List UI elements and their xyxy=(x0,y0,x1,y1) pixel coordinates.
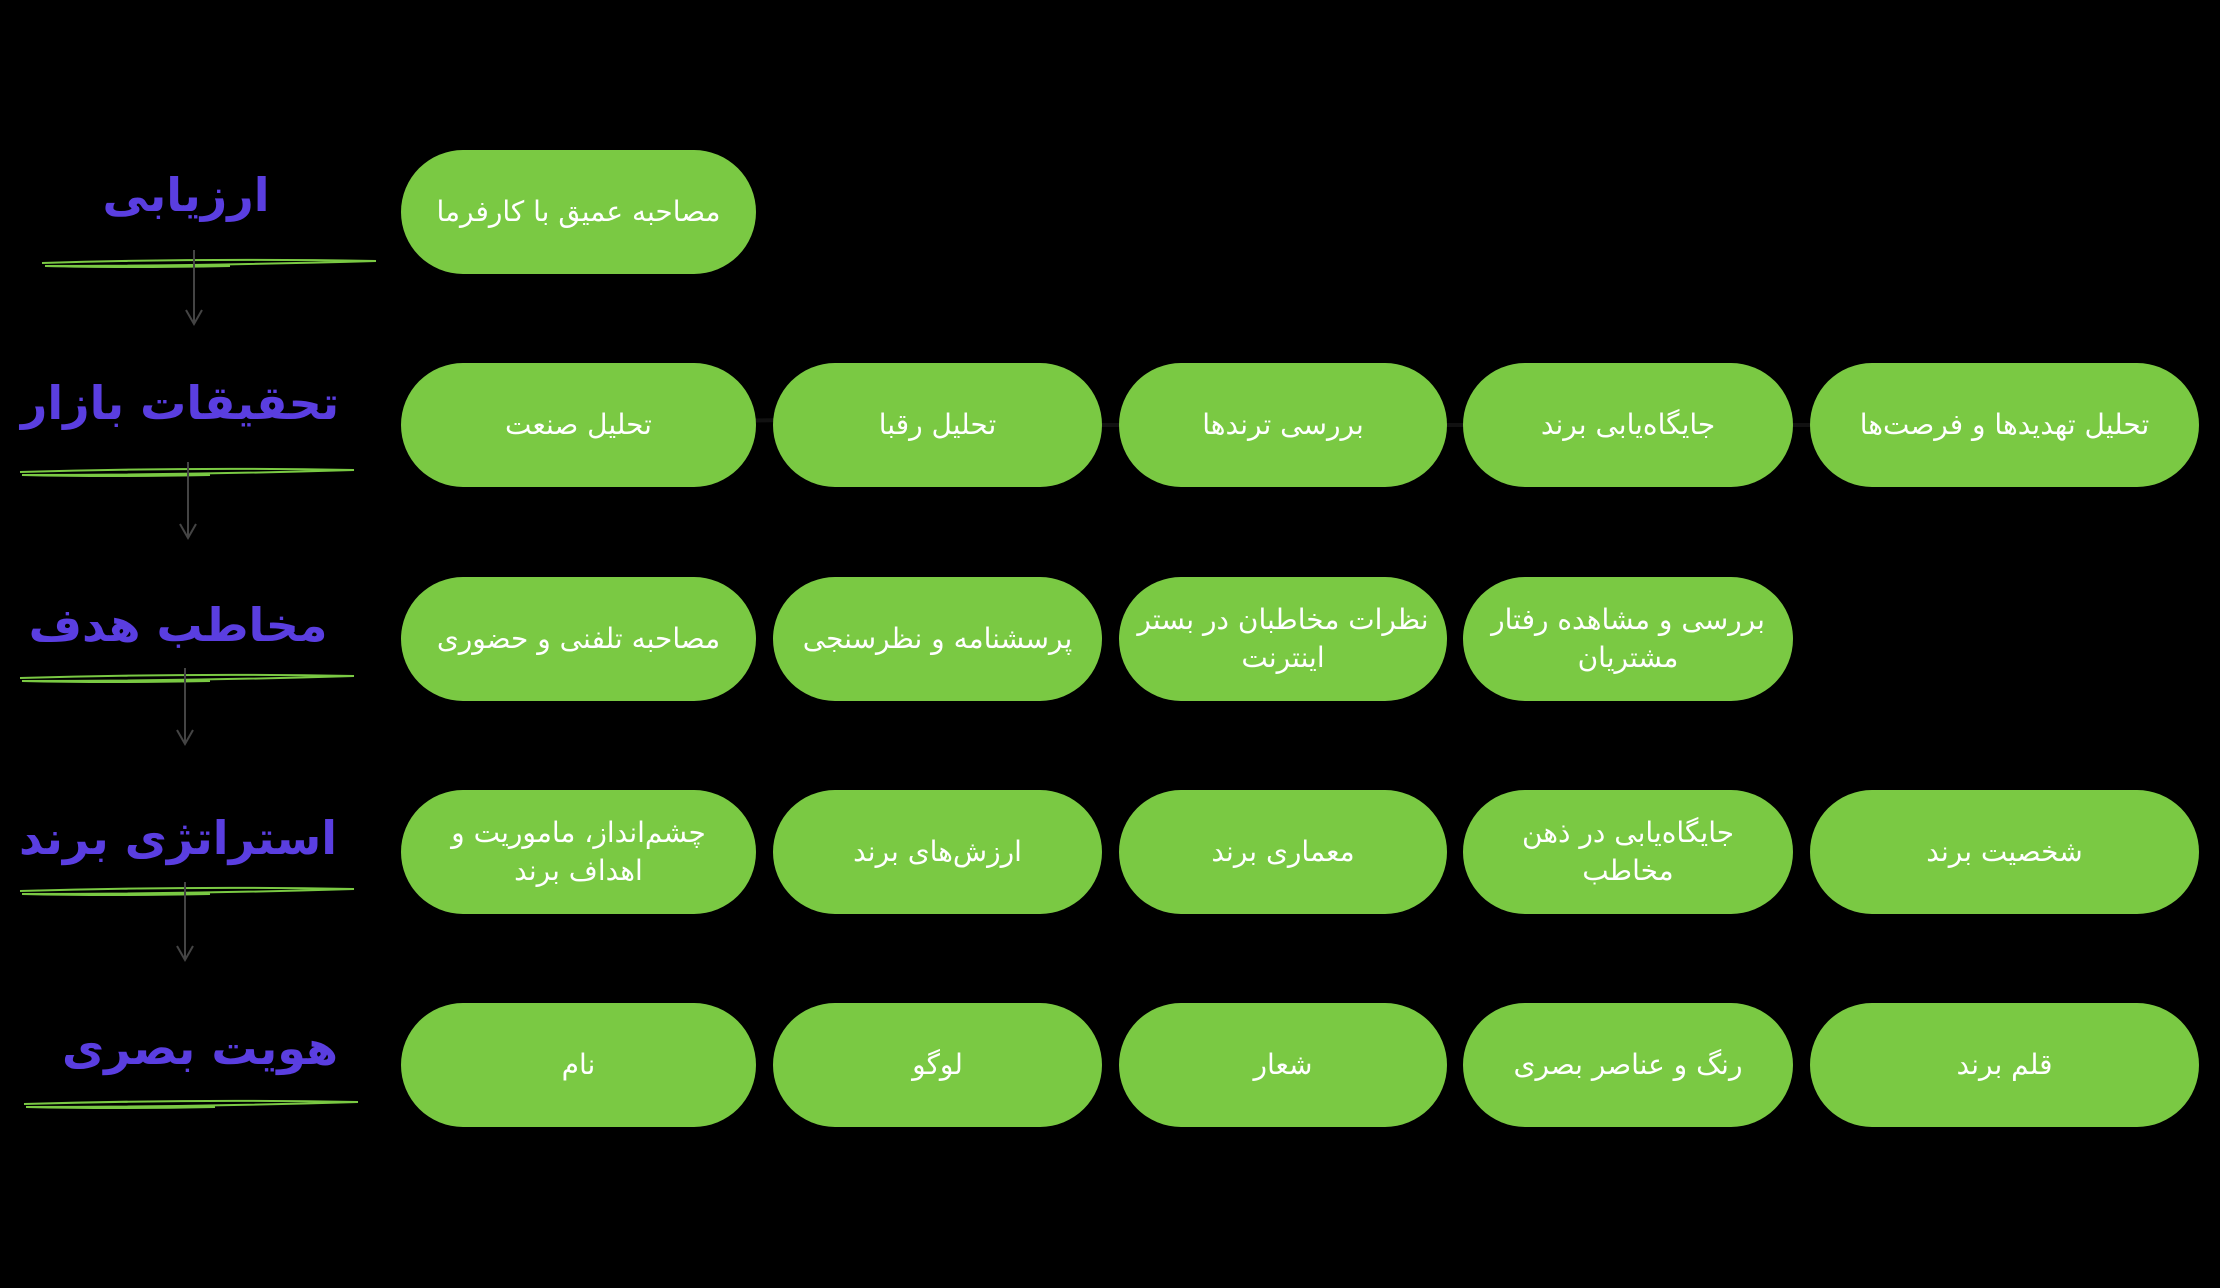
step-vision-mission: چشم‌انداز، ماموریت و اهداف برند xyxy=(401,790,756,914)
stage-label-assessment: ارزیابی xyxy=(102,168,270,222)
step-name: نام xyxy=(401,1003,756,1127)
step-brand-architecture: معماری برند xyxy=(1119,790,1447,914)
stage-label-brand-strategy: استراتژی برند xyxy=(19,811,337,865)
step-survey: پرسشنامه و نظرسنجی xyxy=(773,577,1102,701)
step-trends-review: بررسی ترندها xyxy=(1119,363,1447,487)
step-slogan: شعار xyxy=(1119,1003,1447,1127)
step-colors-visuals: رنگ و عناصر بصری xyxy=(1463,1003,1793,1127)
step-client-interview: مصاحبه عمیق با کارفرما xyxy=(401,150,756,274)
step-phone-interview: مصاحبه تلفنی و حضوری xyxy=(401,577,756,701)
step-competitor-analysis: تحلیل رقبا xyxy=(773,363,1102,487)
stage-label-target-audience: مخاطب هدف xyxy=(28,598,328,652)
step-customer-behavior: بررسی و مشاهده رفتار مشتریان xyxy=(1463,577,1793,701)
step-brand-personality: شخصیت برند xyxy=(1810,790,2199,914)
step-logo: لوگو xyxy=(773,1003,1102,1127)
step-brand-font: قلم برند xyxy=(1810,1003,2199,1127)
step-mind-positioning: جایگاه‌یابی در ذهن مخاطب xyxy=(1463,790,1793,914)
step-industry-analysis: تحلیل صنعت xyxy=(401,363,756,487)
step-online-opinions: نظرات مخاطبان در بستر اینترنت xyxy=(1119,577,1447,701)
step-brand-positioning: جایگاه‌یابی برند xyxy=(1463,363,1793,487)
stage-label-market-research: تحقیقات بازار xyxy=(20,376,340,430)
step-brand-values: ارزش‌های برند xyxy=(773,790,1102,914)
step-swot-analysis: تحلیل تهدیدها و فرصت‌ها xyxy=(1810,363,2199,487)
stage-label-visual-identity: هویت بصری xyxy=(61,1021,339,1075)
